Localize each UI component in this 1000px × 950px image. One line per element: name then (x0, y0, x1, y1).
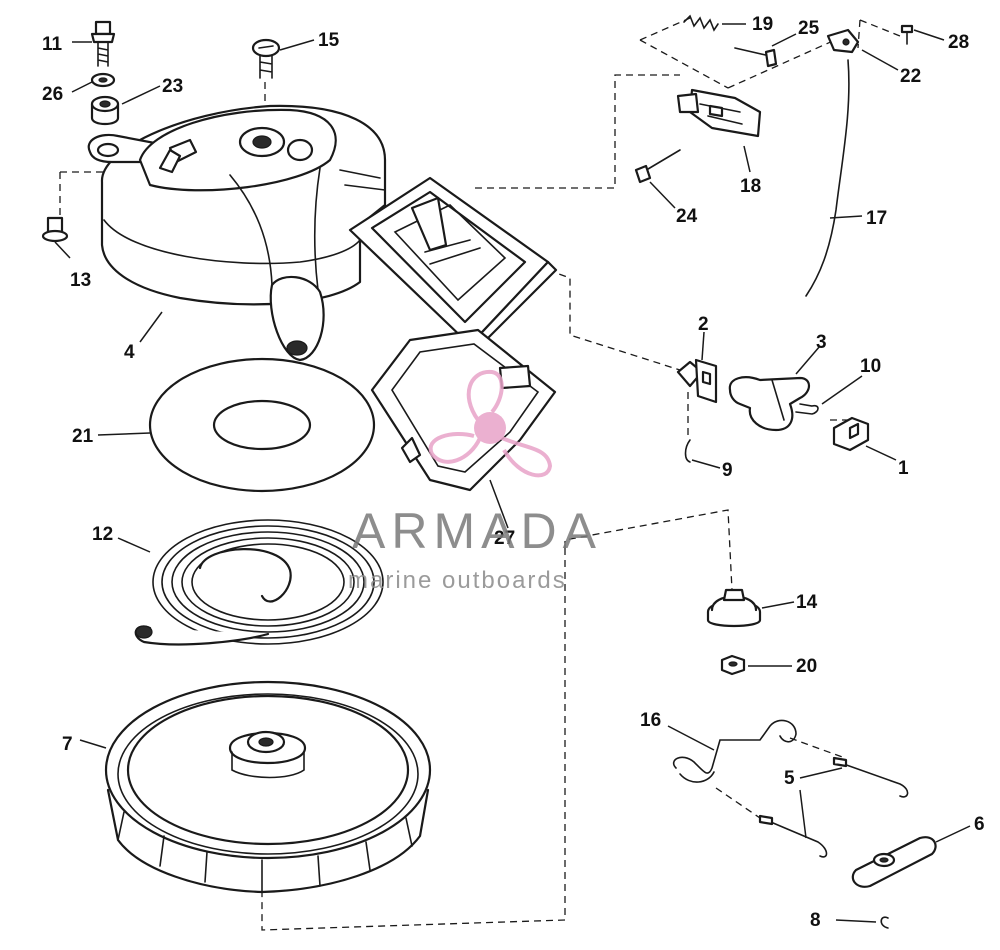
callout-8: 8 (810, 910, 821, 931)
spring-19 (683, 14, 719, 32)
callout-5: 5 (784, 768, 795, 789)
callout-9: 9 (722, 460, 733, 481)
handle-3 (728, 376, 811, 432)
armada-watermark: ARMADA marine outboards (348, 369, 602, 594)
callout-28: 28 (948, 32, 969, 53)
callout-15: 15 (318, 30, 340, 51)
bushing-23 (90, 95, 120, 126)
callout-4: 4 (124, 342, 135, 363)
pin-25 (734, 47, 778, 68)
callout-6: 6 (974, 814, 985, 835)
callout-2: 2 (698, 314, 709, 335)
watermark-tagline: marine outboards (348, 567, 567, 594)
callout-22: 22 (900, 66, 921, 87)
leader-lines (54, 23, 971, 923)
callout-12: 12 (92, 524, 113, 545)
starter-pulley (104, 680, 432, 894)
insert-1 (832, 416, 870, 452)
callout-11: 11 (42, 34, 63, 55)
callout-13: 13 (70, 270, 91, 291)
callout-18: 18 (740, 176, 761, 197)
callout-numbers: 11 26 23 15 13 4 21 12 7 27 19 25 28 22 … (42, 14, 985, 931)
callout-10: 10 (860, 356, 881, 377)
rivet-13 (41, 216, 69, 243)
lever-22 (826, 28, 860, 54)
callout-21: 21 (72, 426, 94, 447)
callout-23: 23 (162, 76, 183, 97)
link-rod-17 (805, 59, 850, 297)
rope-anchor-10 (795, 403, 819, 415)
callout-20: 20 (796, 656, 817, 677)
handle-frame (370, 328, 557, 492)
callout-27: 27 (494, 528, 515, 549)
callout-24: 24 (676, 206, 698, 227)
watermark-brand: ARMADA (352, 503, 602, 559)
retainer-2 (676, 358, 718, 404)
spring-16 (672, 719, 797, 783)
callout-19: 19 (752, 14, 773, 35)
pin-24 (634, 149, 681, 184)
clip-8 (880, 916, 889, 929)
washer-26 (90, 72, 116, 88)
cap-14 (706, 588, 762, 628)
recoil-spring (134, 519, 384, 646)
callout-16: 16 (640, 710, 661, 731)
rope-guide-bracket (348, 176, 558, 354)
pawl-6 (851, 836, 937, 888)
callout-25: 25 (798, 18, 820, 39)
springs-5 (758, 756, 909, 858)
assembly-dashed-lines (59, 17, 901, 931)
callout-7: 7 (62, 734, 73, 755)
nut-20 (720, 654, 746, 676)
lockout-slide-18 (676, 88, 762, 138)
callout-26: 26 (42, 84, 63, 105)
callout-1: 1 (898, 458, 909, 479)
propeller-logo-icon (428, 369, 553, 478)
callout-14: 14 (796, 592, 818, 613)
screw-28 (900, 24, 914, 45)
callout-17: 17 (866, 208, 887, 229)
clip-9 (684, 439, 691, 463)
screw-11 (90, 20, 116, 67)
spring-washer-disc (148, 357, 376, 493)
callout-3: 3 (816, 332, 827, 353)
recoil-starter-housing (87, 104, 387, 362)
screw-15 (251, 38, 281, 79)
